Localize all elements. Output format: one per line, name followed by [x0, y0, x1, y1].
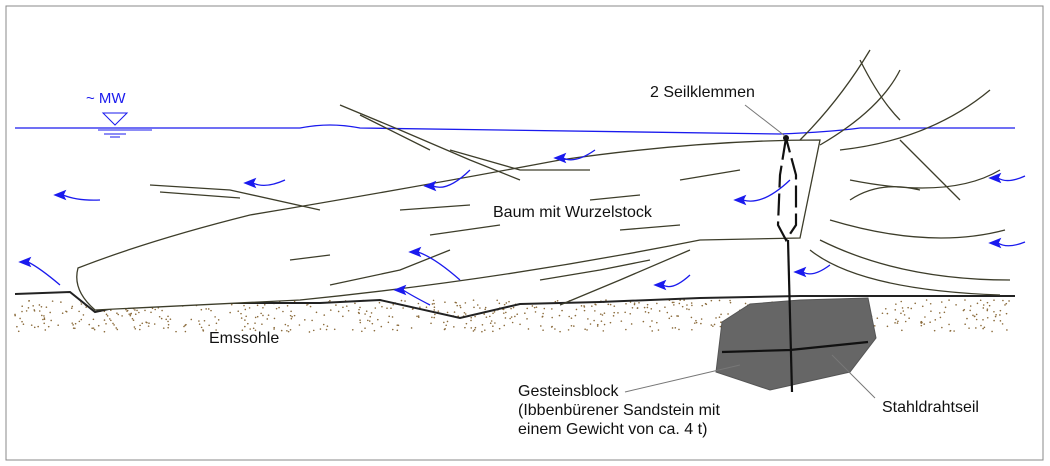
clamps-label: 2 Seilklemmen: [650, 84, 755, 101]
flow-arrow: [432, 169, 471, 188]
flow-arrow: [562, 149, 596, 161]
arrow-head-icon: [53, 189, 67, 201]
rock-label-1: Gesteinsblock: [518, 383, 619, 400]
flow-arrow: [62, 194, 101, 201]
flow-arrow: [997, 241, 1026, 247]
water-level-label: ~ MW: [86, 90, 126, 107]
flow-arrow: [662, 274, 691, 288]
flow-arrow: [742, 179, 791, 202]
flow-arrow: [252, 179, 286, 187]
arrow-head-icon: [653, 279, 667, 291]
flow-arrow: [997, 175, 1026, 182]
arrow-head-icon: [793, 266, 807, 278]
tree-with-rootstock: [76, 49, 1011, 311]
cable-label: Stahldrahtseil: [882, 399, 979, 416]
flow-arrow: [27, 261, 61, 286]
arrow-head-icon: [423, 180, 437, 192]
frame: [5, 5, 1044, 461]
arrow-head-icon: [243, 177, 257, 189]
arrow-head-icon: [393, 284, 407, 296]
arrow-head-icon: [988, 172, 1002, 184]
water-surface: [15, 124, 1015, 135]
arrow-head-icon: [733, 194, 747, 206]
steel-cable: [721, 137, 869, 393]
leader-lines: [624, 104, 876, 399]
water-level-symbol: [98, 112, 152, 138]
flow-arrow: [402, 289, 431, 306]
rock-label-3: einem Gewicht von ca. 4 t): [518, 421, 708, 438]
rock-label-2: (Ibbenbürener Sandstein mit: [518, 402, 720, 419]
arrow-head-icon: [18, 256, 32, 268]
cable-clamp: [783, 135, 789, 141]
flow-arrow: [802, 264, 831, 275]
riverbed-label: Emssohle: [209, 330, 280, 347]
rock-block: [715, 297, 877, 391]
arrow-head-icon: [553, 152, 567, 164]
arrow-head-icon: [408, 246, 422, 258]
flow-arrow: [417, 251, 461, 281]
tree-label: Baum mit Wurzelstock: [493, 204, 652, 221]
flow-arrows: [18, 149, 1026, 306]
arrow-head-icon: [988, 237, 1002, 249]
